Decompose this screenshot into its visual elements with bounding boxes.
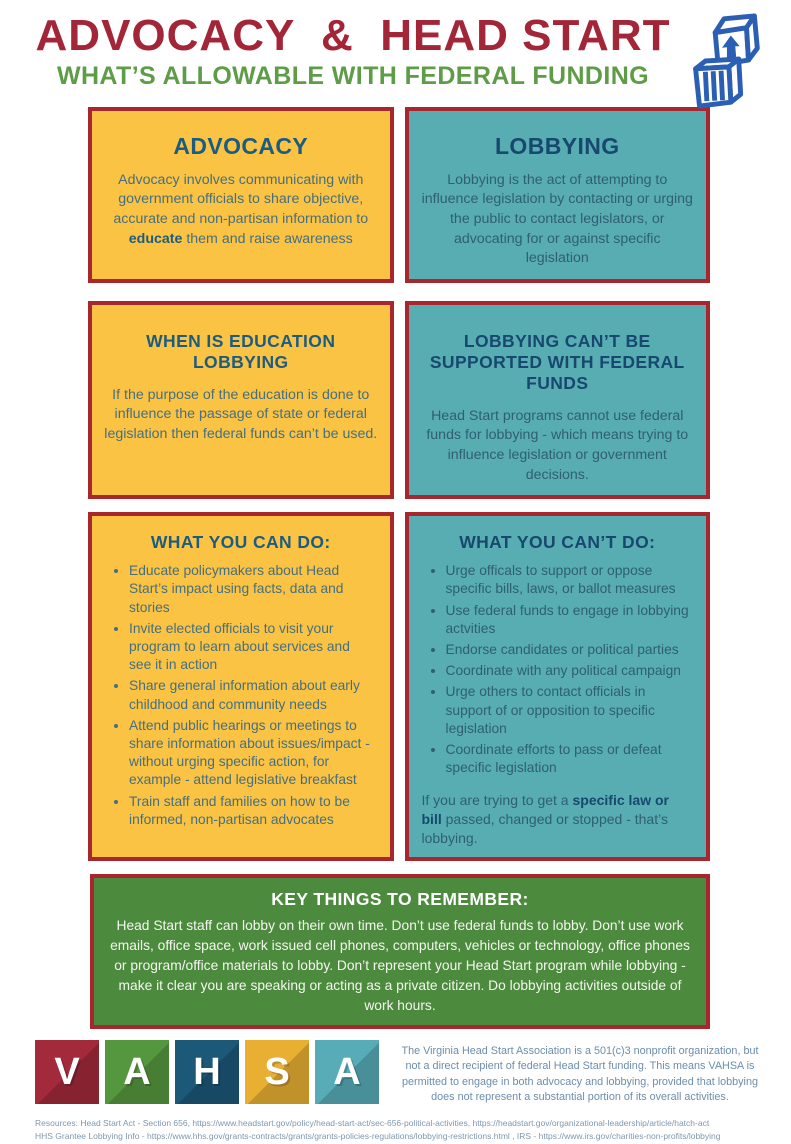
list-item: Invite elected officials to visit your p…: [129, 620, 376, 675]
federal-funds-box: LOBBYING CAN’T BE SUPPORTED WITH FEDERAL…: [404, 300, 710, 500]
federal-funds-heading: LOBBYING CAN’T BE SUPPORTED WITH FEDERAL…: [429, 330, 685, 393]
list-item: Coordinate with any political campaign: [446, 662, 693, 680]
vahsa-about-text: The Virginia Head Start Association is a…: [401, 1045, 759, 1103]
list-item: Urge officals to support or oppose speci…: [446, 562, 693, 598]
federal-funds-body: Head Start programs cannot use federal f…: [426, 407, 689, 483]
lobbying-note: If you are trying to get a specific law …: [421, 792, 669, 846]
advocacy-box: ADVOCACY Advocacy involves communicating…: [88, 106, 394, 283]
list-item: Urge others to contact officials in supp…: [446, 683, 693, 738]
logo-tile: A: [105, 1040, 169, 1105]
advocacy-body: Advocacy involves communicating with gov…: [113, 171, 369, 247]
can-do-box: WHAT YOU CAN DO: Educate policymakers ab…: [88, 512, 394, 862]
logo-tile: S: [245, 1040, 309, 1105]
list-item: Use federal funds to engage in lobbying …: [446, 602, 693, 638]
info-grid: ADVOCACY Advocacy involves communicating…: [88, 106, 710, 862]
logo-tile: H: [175, 1040, 239, 1105]
note-bold-phrase: specific law or bill: [421, 792, 669, 828]
resources-line: Resources: Head Start Act - Section 656,…: [35, 1117, 710, 1128]
toy-blocks-icon: [693, 13, 760, 109]
education-lobbying-heading: WHEN IS EDUCATION LOBBYING: [146, 330, 336, 372]
key-things-body: Head Start staff can lobby on their own …: [110, 918, 690, 1014]
definitions-row: ADVOCACY Advocacy involves communicating…: [88, 106, 710, 283]
logo-tile: V: [35, 1040, 99, 1105]
list-item: Coordinate efforts to pass or defeat spe…: [446, 741, 693, 777]
list-item: Train staff and families on how to be in…: [129, 793, 376, 829]
up-arrow-icon: [722, 35, 740, 60]
page-subtitle: WHAT’S ALLOWABLE WITH FEDERAL FUNDING: [56, 61, 650, 90]
cant-do-box: WHAT YOU CAN’T DO: Urge officals to supp…: [404, 512, 710, 862]
resources-line: HHS Grantee Lobbying Info - https://www.…: [35, 1131, 721, 1142]
list-item: Attend public hearings or meetings to sh…: [129, 717, 376, 790]
key-things-panel: KEY THINGS TO REMEMBER: Head Start staff…: [90, 874, 710, 1030]
key-things-heading: KEY THINGS TO REMEMBER:: [271, 889, 529, 910]
education-lobbying-box: WHEN IS EDUCATION LOBBYING If the purpos…: [88, 300, 394, 500]
can-do-list: Educate policymakers about Head Start’s …: [104, 562, 378, 829]
lobbying-body: Lobbying is the act of attempting to inf…: [421, 171, 693, 267]
lobbying-box: LOBBYING Lobbying is the act of attempti…: [404, 106, 710, 283]
education-lobbying-body: If the purpose of the education is done …: [104, 386, 378, 443]
advocacy-heading: ADVOCACY: [173, 132, 309, 159]
list-item: Endorse candidates or political parties: [446, 641, 693, 659]
cant-do-list: Urge officals to support or oppose speci…: [421, 562, 695, 777]
list-item: Educate policymakers about Head Start’s …: [129, 562, 376, 617]
vahsa-logo: V A H S A: [35, 1040, 379, 1105]
can-do-heading: WHAT YOU CAN DO:: [150, 532, 331, 553]
advocacy-bold-word: educate: [128, 230, 183, 247]
footer-section: V A H S A The Virginia Head Start Associ…: [35, 1040, 765, 1105]
page-title: ADVOCACY & HEAD START: [35, 11, 671, 60]
rules-row: WHEN IS EDUCATION LOBBYING If the purpos…: [88, 300, 710, 500]
lobbying-heading: LOBBYING: [494, 132, 620, 159]
poster-header: ADVOCACY & HEAD START WHAT’S ALLOWABLE W…: [0, 0, 791, 109]
lists-row: WHAT YOU CAN DO: Educate policymakers ab…: [88, 512, 710, 862]
logo-tile: A: [315, 1040, 379, 1105]
resources-footer: Resources: Head Start Act - Section 656,…: [35, 1117, 761, 1144]
list-item: Share general information about early ch…: [129, 677, 376, 713]
cant-do-heading: WHAT YOU CAN’T DO:: [459, 532, 656, 553]
